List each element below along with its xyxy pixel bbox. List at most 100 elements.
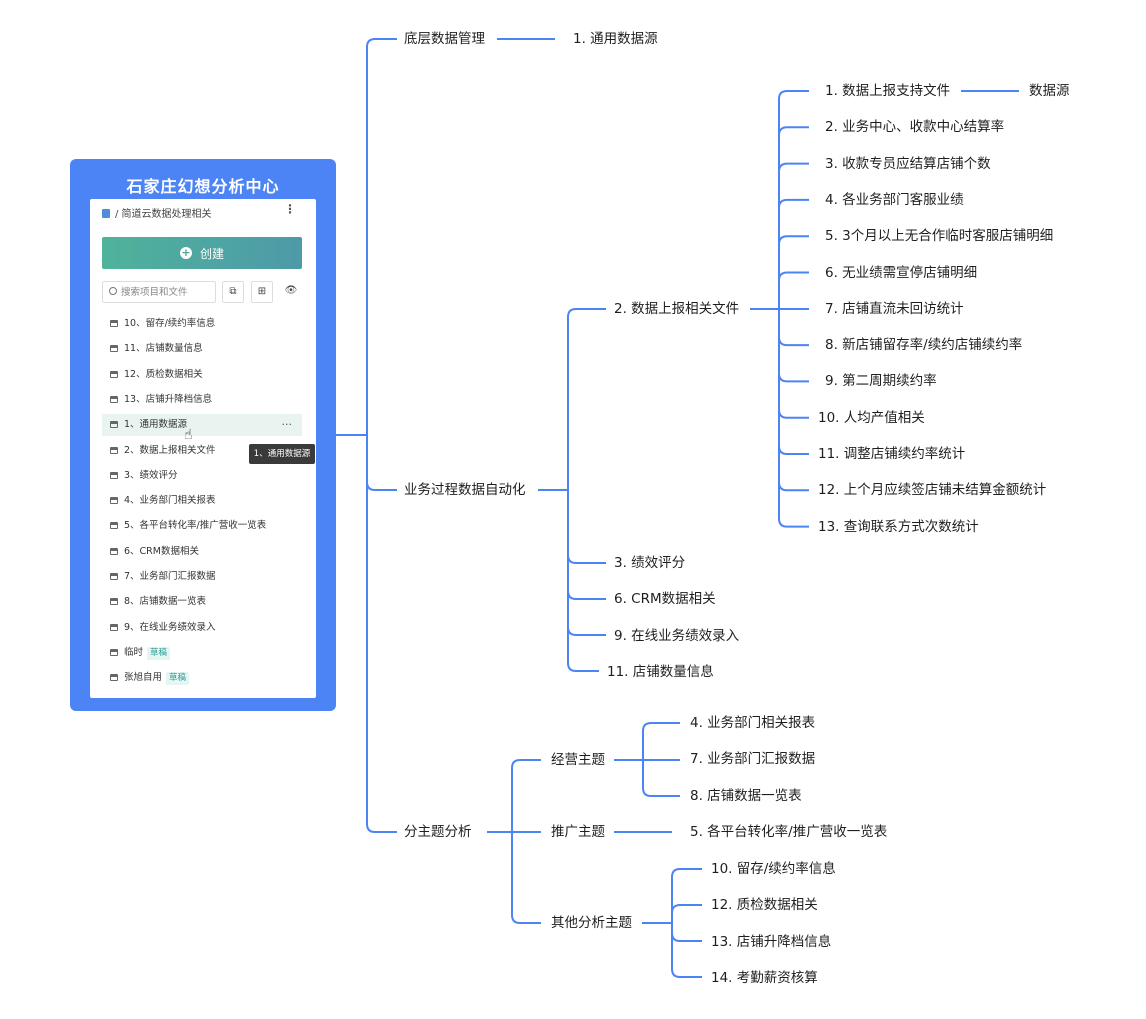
report-item-2[interactable]: 2. 业务中心、收款中心结算率 [825, 119, 1005, 136]
file-list-item[interactable]: 2、数据上报相关文件 [102, 440, 302, 462]
file-item-label: 7、业务部门汇报数据 [124, 571, 216, 582]
file-list-item[interactable]: 4、业务部门相关报表 [102, 490, 302, 512]
folder-icon [110, 598, 118, 606]
view-toggle-icon[interactable]: 👁 [284, 285, 298, 296]
report-item-5[interactable]: 5. 3个月以上无合作临时客服店铺明细 [825, 228, 1054, 245]
report-item-1[interactable]: 1. 数据上报支持文件 [825, 83, 951, 99]
report-item-9[interactable]: 9. 第二周期续约率 [825, 373, 937, 390]
report-item-12[interactable]: 12. 上个月应续签店铺未结算金额统计 [818, 482, 1047, 499]
report-item-11[interactable]: 11. 调整店铺续约率统计 [818, 446, 966, 462]
report-link-link-2 [778, 162, 809, 309]
file-list-item[interactable]: 8、店铺数据一览表 [102, 591, 302, 613]
b3-link-link-0 [511, 759, 541, 832]
file-item-label: 张旭自用草稿 [124, 667, 190, 689]
more-options-icon[interactable]: ⋮ [284, 202, 296, 216]
report-item-4[interactable]: 4. 各业务部门客服业绩 [825, 191, 964, 208]
ops-item-2[interactable]: 7. 业务部门汇报数据 [690, 751, 816, 768]
report-link-link-0 [778, 90, 809, 309]
folder-icon [110, 345, 118, 353]
folder-icon [110, 320, 118, 327]
report-item-10[interactable]: 10. 人均产值相关 [818, 409, 925, 426]
tooltip: 1、通用数据源 [249, 444, 315, 464]
ops-link-link-2 [642, 760, 680, 797]
other-topic-item-3[interactable]: 13. 店铺升降档信息 [711, 933, 832, 950]
file-list-item[interactable]: 6、CRM数据相关 [102, 541, 302, 563]
node-promo-item[interactable]: 5. 各平台转化率/推广营收一览表 [690, 824, 888, 840]
b2-link-link-4 [567, 490, 599, 672]
root-link-link-2 [366, 435, 397, 833]
report-link-link-11 [778, 309, 809, 492]
create-label: 创建 [199, 246, 224, 261]
report-link-link-3 [778, 198, 809, 309]
node-ops-topic[interactable]: 经营主题 [551, 752, 605, 768]
report-item-7[interactable]: 7. 店铺直流未回访统计 [825, 300, 964, 317]
folder-icon [110, 471, 118, 479]
file-list-item[interactable]: 12、质检数据相关 [102, 364, 302, 386]
report-item-3[interactable]: 3. 收款专员应结算店铺个数 [825, 155, 991, 172]
folder-icon [110, 547, 118, 555]
file-item-label: 12、质检数据相关 [124, 368, 203, 380]
item-more-icon[interactable]: ··· [281, 418, 293, 432]
file-list-item[interactable]: 13、店铺升降档信息 [102, 389, 302, 411]
add-file-icon[interactable]: ⊞ [251, 281, 273, 303]
file-list-item[interactable]: 7、业务部门汇报数据 [102, 566, 302, 588]
file-list-item[interactable]: 9、在线业务绩效录入 [102, 617, 302, 639]
file-list-item[interactable]: 11、店铺数量信息 [102, 338, 302, 360]
folder-icon [110, 370, 118, 378]
ops-item-1[interactable]: 4. 业务部门相关报表 [690, 715, 816, 731]
search-placeholder: 搜索项目和文件 [121, 287, 188, 298]
process-item-2[interactable]: 6. CRM数据相关 [614, 591, 716, 608]
other-link-link-0 [671, 868, 702, 923]
process-item-3[interactable]: 9. 在线业务绩效录入 [614, 627, 740, 644]
branch-topic-analysis[interactable]: 分主题分析 [404, 824, 472, 840]
file-item-label: 9、在线业务绩效录入 [124, 621, 216, 633]
search-input[interactable]: 搜索项目和文件 [102, 281, 216, 303]
new-project-icon[interactable]: ⧉ [222, 281, 244, 303]
file-list-item[interactable]: 3、绩效评分 [102, 465, 302, 487]
file-item-label: 3、绩效评分 [124, 469, 178, 481]
file-list-item[interactable]: 10、留存/续约率信息 [102, 313, 302, 335]
file-list-item[interactable]: 临时草稿 [102, 642, 302, 664]
branch-process-automation[interactable]: 业务过程数据自动化 [404, 482, 526, 498]
branch-bottom-data-management[interactable]: 底层数据管理 [404, 31, 485, 47]
plus-icon: + [179, 246, 192, 259]
draft-badge: 草稿 [166, 672, 190, 686]
other-topic-item-1[interactable]: 10. 留存/续约率信息 [711, 861, 836, 877]
report-item-13[interactable]: 13. 查询联系方式次数统计 [818, 518, 979, 535]
node-other-topic[interactable]: 其他分析主题 [551, 915, 632, 931]
b3-link-link-2 [511, 832, 541, 924]
ops-item-3[interactable]: 8. 店铺数据一览表 [690, 787, 802, 804]
node-general-data-source[interactable]: 1. 通用数据源 [573, 31, 658, 47]
other-link-link-1 [671, 904, 702, 923]
report-link-link-9 [778, 309, 809, 419]
folder-icon [110, 573, 118, 580]
ops-link-link-0 [642, 722, 680, 760]
root-node[interactable]: 石家庄幻想分析中心 / 简道云数据处理相关 ⋮ +创建 搜索项目和文件 ⧉ ⊞ … [70, 159, 336, 711]
file-list-item[interactable]: 1、通用数据源··· [102, 414, 302, 437]
breadcrumb[interactable]: / 简道云数据处理相关 [102, 205, 212, 220]
file-list-item[interactable]: 5、各平台转化率/推广营收一览表 [102, 515, 302, 537]
create-button[interactable]: + 创建 [102, 237, 302, 269]
other-topic-item-4[interactable]: 14. 考勤薪资核算 [711, 969, 818, 986]
other-topic-item-2[interactable]: 12. 质检数据相关 [711, 897, 818, 914]
report-link-link-1 [778, 126, 809, 309]
root-link-link-0 [366, 38, 397, 435]
report-item-8[interactable]: 8. 新店铺留存率/续约店铺续约率 [825, 337, 1023, 354]
breadcrumb-text: / 简道云数据处理相关 [115, 209, 212, 220]
node-promo-topic[interactable]: 推广主题 [551, 824, 605, 840]
folder-icon [110, 522, 118, 530]
folder-icon [110, 648, 118, 656]
process-item-1[interactable]: 3. 绩效评分 [614, 555, 686, 571]
report-item-6[interactable]: 6. 无业绩需宣停店铺明细 [825, 264, 978, 281]
folder-icon [110, 421, 118, 429]
node-report-files[interactable]: 2. 数据上报相关文件 [614, 301, 740, 317]
file-list-item[interactable]: 张旭自用草稿 [102, 667, 302, 689]
file-item-label: 临时草稿 [124, 642, 171, 664]
file-item-label: 4、业务部门相关报表 [124, 495, 216, 507]
node-data-source[interactable]: 数据源 [1029, 83, 1070, 99]
file-item-label: 6、CRM数据相关 [124, 545, 199, 557]
report-link-link-5 [778, 271, 809, 309]
folder-icon [110, 446, 118, 454]
file-item-label: 11、店铺数量信息 [124, 343, 203, 355]
process-item-4[interactable]: 11. 店铺数量信息 [607, 663, 714, 680]
